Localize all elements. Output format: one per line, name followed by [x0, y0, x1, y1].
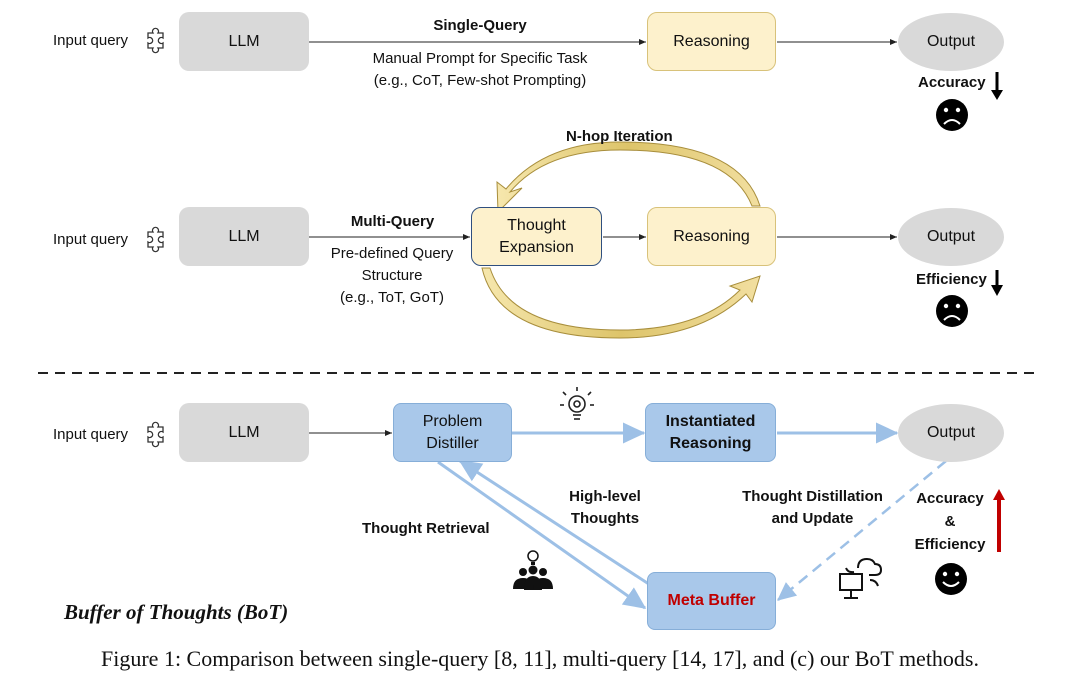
row2-method-desc-1: Pre-defined Query [330, 245, 454, 262]
sad-face-icon [936, 99, 968, 131]
users-idea-icon [513, 550, 553, 590]
row1-input-query-label: Input query [53, 32, 129, 49]
row1-llm-box: LLM [179, 12, 309, 71]
down-arrow-icon [991, 270, 1003, 296]
problem-distiller-line-1: Problem [422, 412, 483, 430]
row1-method-desc-1: Manual Prompt for Specific Task [372, 50, 588, 67]
bot-title: Buffer of Thoughts (BoT) [64, 600, 289, 624]
row3-input-query-label: Input query [53, 426, 129, 443]
meta-buffer-box: Meta Buffer [647, 572, 776, 630]
up-arrow-icon [993, 489, 1005, 552]
high-level-thoughts-2: Thoughts [570, 510, 640, 527]
row2-method-desc-3: (e.g., ToT, GoT) [340, 289, 444, 306]
problem-distiller-line-2: Distiller [426, 434, 479, 452]
iteration-curve-top [496, 141, 761, 214]
thought-expansion-line-2: Expansion [499, 238, 574, 256]
row1-method-desc-2: (e.g., CoT, Few-shot Prompting) [373, 72, 587, 89]
down-arrow-icon [991, 72, 1003, 100]
row1-method-title: Single-Query [433, 17, 527, 34]
iteration-curve-bottom [481, 267, 761, 339]
high-level-thoughts-1: High-level [569, 488, 641, 505]
puzzle-icon [147, 226, 164, 253]
thought-expansion-line-1: Thought [507, 216, 566, 234]
instantiated-line-2: Reasoning [669, 434, 752, 452]
happy-face-icon [935, 563, 967, 595]
row1-metric-accuracy: Accuracy [918, 74, 986, 91]
thought-distillation-2: and Update [771, 510, 854, 527]
row2-method-title: Multi-Query [350, 213, 435, 230]
row2-metric-efficiency: Efficiency [916, 271, 987, 288]
puzzle-icon [147, 27, 164, 54]
row1-reasoning-box: Reasoning [647, 12, 776, 71]
row3-metric-efficiency: Efficiency [914, 536, 986, 553]
thought-retrieval-label: Thought Retrieval [362, 520, 490, 537]
instantiated-line-1: Instantiated [665, 412, 756, 430]
lightbulb-gear-icon [560, 387, 594, 420]
problem-distiller-box: Problem Distiller [393, 403, 512, 462]
sad-face-icon [936, 295, 968, 327]
thought-distillation-1: Thought Distillation [742, 488, 883, 505]
row2-thought-expansion-box: Thought Expansion [471, 207, 602, 266]
puzzle-icon [147, 421, 164, 448]
row1-output-ellipse: Output [898, 13, 1004, 71]
row3-llm-box: LLM [179, 403, 309, 462]
row2-method-desc-2: Structure [361, 267, 423, 284]
computer-sync-icon [839, 557, 883, 599]
figure-caption: Figure 1: Comparison between single-quer… [101, 646, 979, 671]
row3-arrow-output-metabuffer [777, 460, 947, 601]
row3-metric-ampersand: & [944, 513, 956, 530]
row3-output-ellipse: Output [898, 404, 1004, 462]
row2-input-query-label: Input query [53, 231, 129, 248]
row2-llm-box: LLM [179, 207, 309, 266]
row3-arrow-distiller-metabuffer [437, 460, 647, 610]
row3-metric-accuracy: Accuracy [916, 490, 984, 507]
row2-output-ellipse: Output [898, 208, 1004, 266]
row2-reasoning-box: Reasoning [647, 207, 776, 266]
row2-iteration-label: N-hop Iteration [566, 128, 673, 145]
row3-arrow-metabuffer-distiller [458, 459, 659, 592]
instantiated-reasoning-box: Instantiated Reasoning [645, 403, 776, 462]
